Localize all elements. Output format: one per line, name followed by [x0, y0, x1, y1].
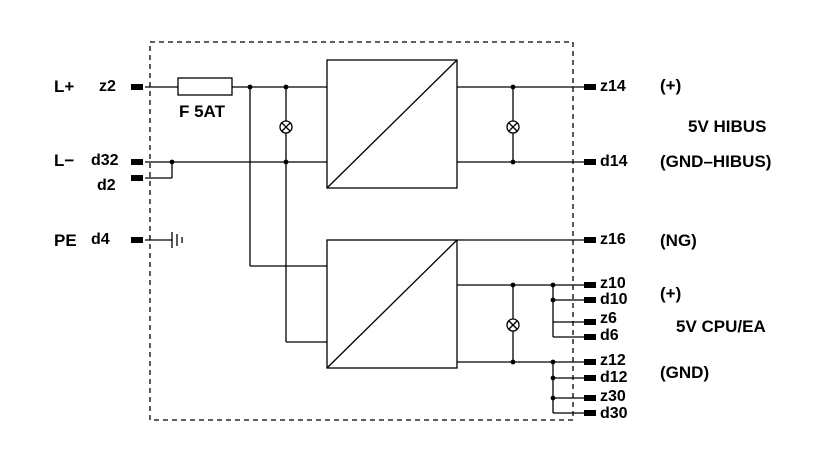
label-pe: PE	[54, 231, 77, 250]
hibus-plus-label: (+)	[660, 76, 682, 95]
pin-terminal	[584, 159, 596, 165]
junction-dot	[510, 159, 516, 165]
junction-dot	[550, 375, 556, 381]
pin-terminal	[584, 410, 596, 416]
junction-dot	[550, 359, 556, 365]
lamp-indicator	[506, 120, 520, 134]
pin-d12: d12	[600, 369, 628, 386]
hibus-gnd-label: (GND–HIBUS)	[660, 152, 772, 171]
pin-z14: z14	[600, 78, 626, 95]
pin-terminal	[584, 334, 596, 340]
pin-d14: d14	[600, 153, 628, 170]
converter-hibus-diagonal	[326, 59, 458, 189]
pin-terminal	[131, 175, 143, 181]
pin-d10: d10	[600, 291, 628, 308]
junction-dot	[510, 84, 516, 90]
pin-terminal	[584, 319, 596, 325]
lamp-indicator	[506, 318, 520, 332]
junction-dot	[283, 84, 289, 90]
junction-dot	[510, 359, 516, 365]
ng-label: (NG)	[660, 231, 697, 250]
cpu-plus-label: (+)	[660, 284, 682, 303]
label-l-minus: L−	[54, 151, 75, 170]
pin-z12: z12	[600, 352, 626, 369]
hibus-name-label: 5V HIBUS	[688, 117, 767, 136]
lamp-indicator	[279, 120, 293, 134]
junction-dot	[283, 159, 289, 165]
pin-terminal	[584, 359, 596, 365]
pin-terminal	[584, 395, 596, 401]
pin-d6: d6	[600, 327, 619, 344]
pin-terminal	[584, 84, 596, 90]
label-l-plus: L+	[54, 77, 75, 96]
pin-d4: d4	[91, 231, 110, 248]
junction-dot	[550, 282, 556, 288]
pin-d30: d30	[600, 405, 628, 422]
pin-terminal	[131, 237, 143, 243]
converter-cpu	[326, 239, 458, 369]
junction-dot	[550, 395, 556, 401]
converter-cpu-diagonal	[326, 239, 458, 369]
fuse-label: F 5AT	[179, 102, 225, 121]
cpu-name-label: 5V CPU/EA	[676, 317, 766, 336]
junction-dot	[169, 159, 175, 165]
pin-terminal	[584, 282, 596, 288]
junction-dot	[510, 282, 516, 288]
pin-terminal	[584, 297, 596, 303]
pin-z10: z10	[600, 275, 626, 292]
pin-z30: z30	[600, 388, 626, 405]
junction-dot	[550, 297, 556, 303]
pin-d2: d2	[97, 177, 116, 194]
pin-z16: z16	[600, 231, 626, 248]
pin-terminal	[584, 237, 596, 243]
cpu-gnd-label: (GND)	[660, 363, 710, 382]
pin-terminal	[584, 375, 596, 381]
module-enclosure	[149, 41, 574, 421]
pin-d32: d32	[91, 152, 119, 169]
converter-hibus	[326, 59, 458, 189]
pin-terminal	[131, 159, 143, 165]
pin-z2: z2	[99, 78, 116, 95]
fuse	[177, 77, 233, 96]
pin-terminal	[131, 84, 143, 90]
pin-z6: z6	[600, 310, 617, 327]
junction-dot	[247, 84, 253, 90]
